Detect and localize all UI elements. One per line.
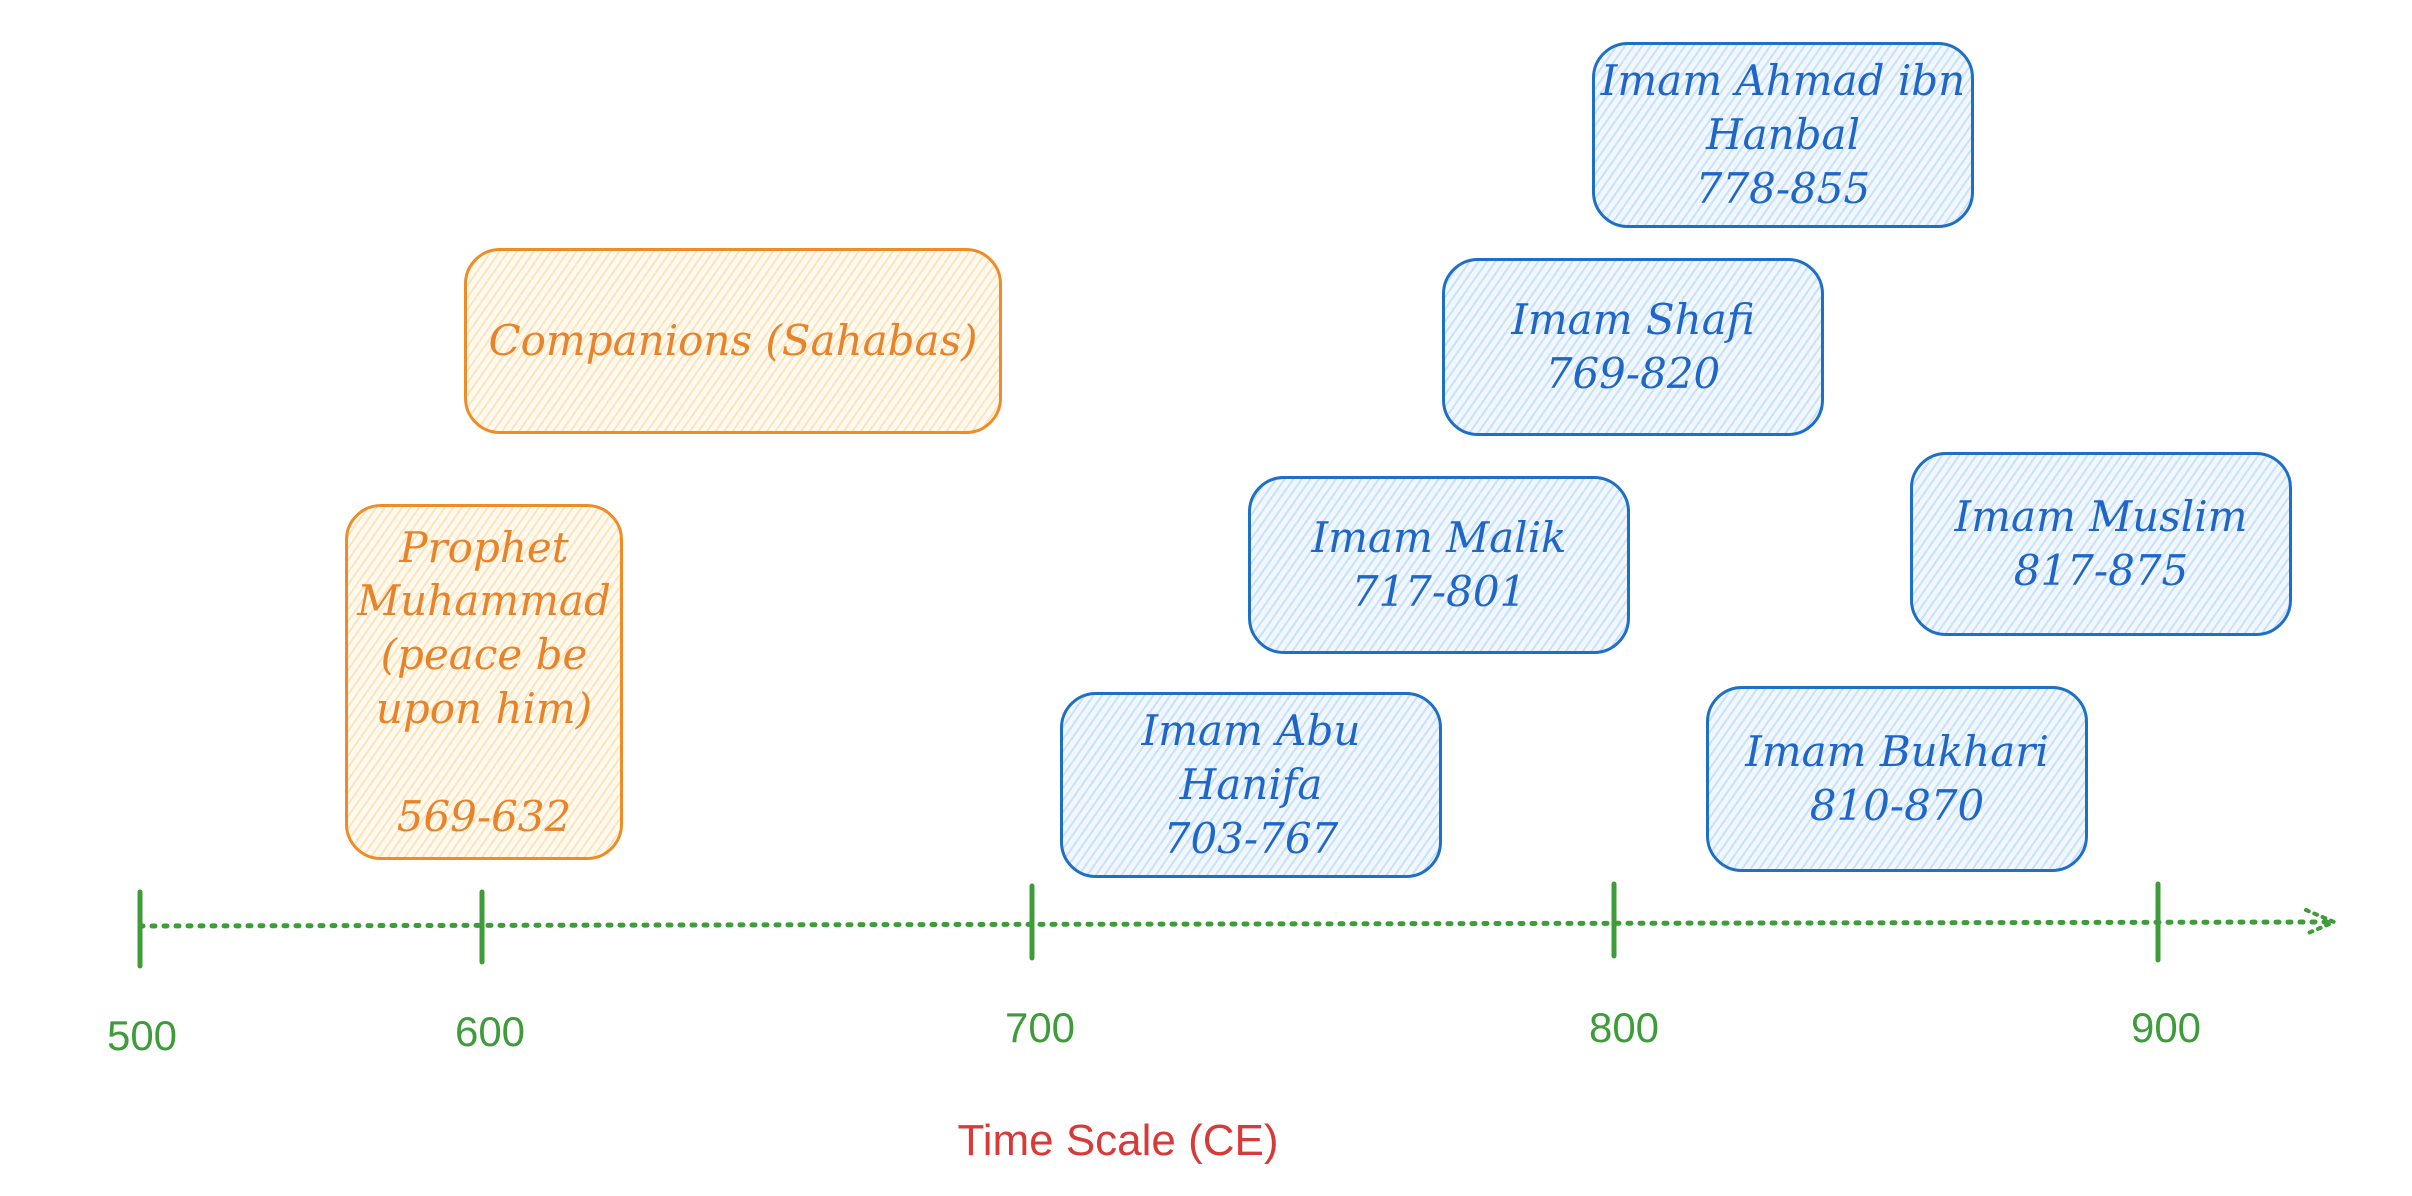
box-line: Muhammad — [357, 576, 611, 626]
box-line: Prophet — [399, 522, 569, 572]
box-line: Imam Abu — [1141, 706, 1361, 756]
box-line: 778-855 — [1695, 163, 1871, 213]
box-line: 703-767 — [1163, 813, 1339, 863]
tick-label-700: 700 — [1004, 1004, 1076, 1051]
tick-label-500: 500 — [106, 1012, 178, 1059]
box-line: Imam Malik — [1311, 513, 1567, 563]
tick-label-800: 800 — [1588, 1004, 1660, 1051]
box-line: upon him) — [375, 683, 593, 733]
box-line: Hanifa — [1179, 760, 1323, 810]
box-line: 717-801 — [1351, 567, 1527, 616]
box-ahmad: Imam Ahmad ibn Hanbal 778-855 — [1592, 42, 1974, 228]
box-line: Imam Ahmad ibn — [1600, 56, 1966, 106]
box-bukhari: Imam Bukhari 810-870 — [1706, 686, 2088, 872]
box-shafi: Imam Shafi 769-820 — [1442, 258, 1824, 436]
box-line: 817-875 — [2013, 546, 2189, 595]
box-line: 569-632 — [396, 791, 572, 841]
tick-label-600: 600 — [454, 1008, 526, 1055]
axis-arrowhead-icon — [2304, 908, 2340, 936]
box-line: (peace be — [380, 630, 588, 680]
box-muslim: Imam Muslim 817-875 — [1910, 452, 2292, 636]
box-line: Imam Bukhari — [1745, 727, 2049, 777]
box-line: Imam Shafi — [1511, 295, 1755, 345]
box-prophet: Prophet Muhammad (peace be upon him) 569… — [345, 504, 623, 860]
box-line: 810-870 — [1809, 781, 1985, 830]
box-line: Companions (Sahabas) — [488, 316, 978, 366]
axis-title: Time Scale (CE) — [957, 1116, 1279, 1165]
box-line: Hanbal — [1705, 110, 1861, 160]
axis-line — [137, 919, 2333, 929]
box-companions: Companions (Sahabas) — [464, 248, 1002, 434]
tick-label-900: 900 — [2130, 1004, 2202, 1051]
box-malik: Imam Malik 717-801 — [1248, 476, 1630, 654]
box-abu-hanifa: Imam Abu Hanifa 703-767 — [1060, 692, 1442, 878]
box-line: Imam Muslim — [1954, 492, 2248, 542]
box-line: 769-820 — [1545, 349, 1721, 398]
